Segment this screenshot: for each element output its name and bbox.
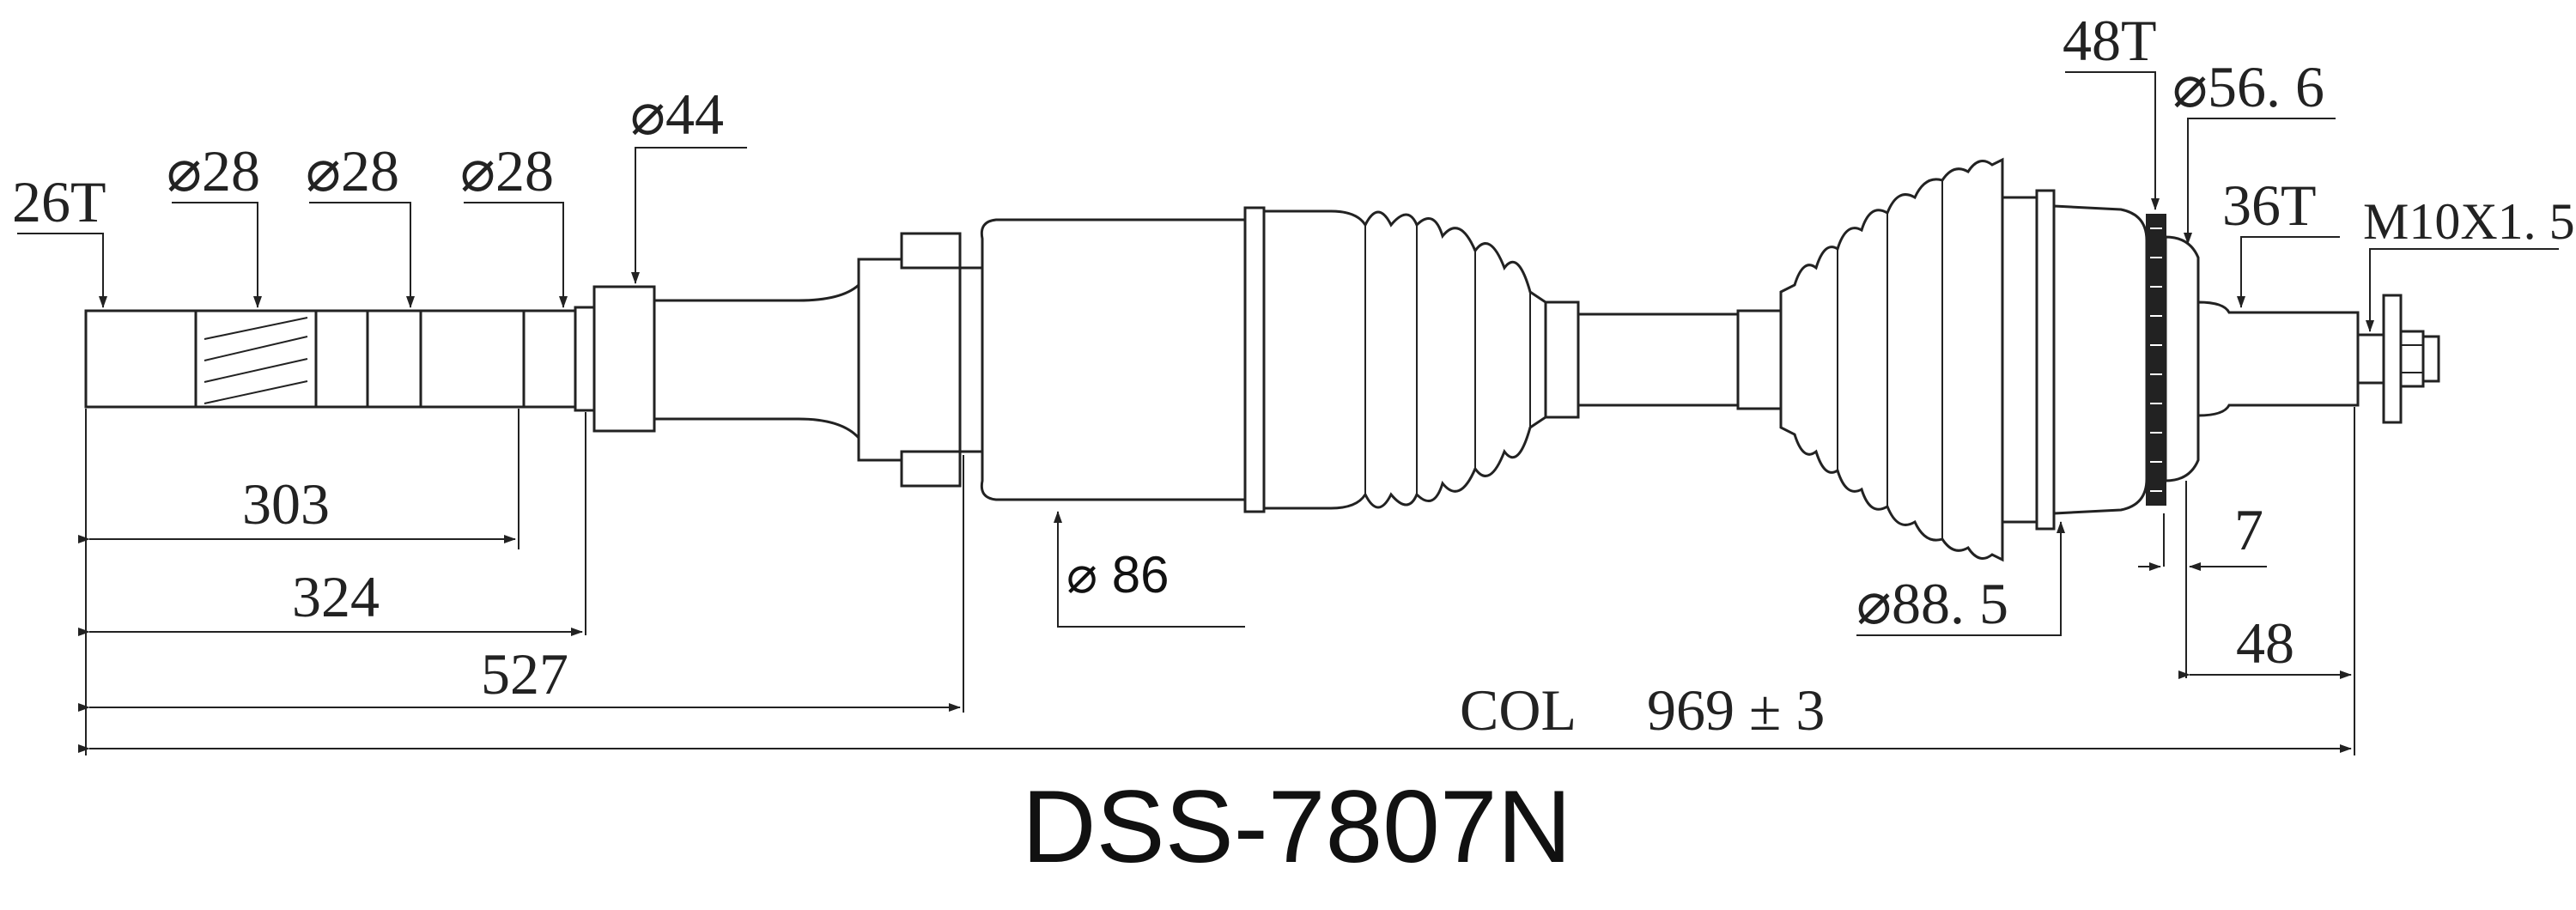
label-dia-28-b: ⌀28 xyxy=(306,138,399,203)
outer-boot xyxy=(1736,157,2056,562)
label-48t: 48T xyxy=(2063,8,2157,73)
label-thread: M10X1. 5 xyxy=(2363,193,2575,250)
label-dim-48: 48 xyxy=(2236,610,2294,676)
label-26t: 26T xyxy=(12,169,106,234)
inner-boot xyxy=(1243,206,1580,513)
nut xyxy=(2382,294,2403,424)
dim-col-value: 969 ± 3 xyxy=(1647,677,1825,743)
label-dim-7: 7 xyxy=(2234,497,2263,562)
label-dia-44: ⌀44 xyxy=(630,82,724,147)
dim-col-label: COL xyxy=(1460,677,1577,743)
part-number: DSS-7807N xyxy=(1022,769,1571,884)
dim-527: 527 xyxy=(481,641,568,707)
label-dia-28-a: ⌀28 xyxy=(167,138,260,203)
label-dia-56-6: ⌀56. 6 xyxy=(2172,54,2324,119)
outer-cv-housing xyxy=(2052,204,2200,515)
inner-shaft xyxy=(84,282,860,441)
dimension-lines xyxy=(78,407,2355,755)
label-36t: 36T xyxy=(2222,173,2317,238)
label-dia-86: ⌀ 86 xyxy=(1066,546,1170,604)
label-dia-88-5: ⌀88. 5 xyxy=(1856,571,2008,636)
label-dia-28-c: ⌀28 xyxy=(460,138,554,203)
outer-stub-shaft xyxy=(2196,294,2440,424)
inner-cv-housing xyxy=(857,218,1247,501)
dim-303: 303 xyxy=(242,471,330,537)
leader-lines xyxy=(17,71,2559,636)
middle-shaft xyxy=(1577,312,1740,407)
dim-324: 324 xyxy=(292,564,380,629)
